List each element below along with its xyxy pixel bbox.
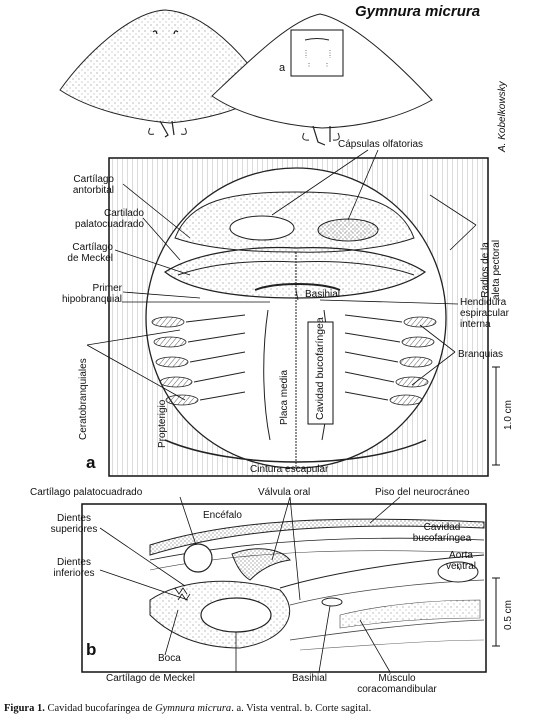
label-radios-aleta-pectoral: Radios de la aleta pectoral [480, 239, 502, 300]
panel-a-letter: a [86, 453, 96, 472]
label-propterigio: Propterigio [157, 399, 168, 448]
caption-species: Gymnura micrura [155, 703, 232, 714]
figure-title: Gymnura micrura [355, 3, 481, 20]
label-cartilago-palatocuadrado-b: Cartílago palatocuadrado [30, 487, 143, 498]
inset-letter: a [279, 62, 286, 74]
label-primer-hipobranquial: Primer hipobranquial [61, 283, 122, 305]
label-placa-media: Placa media [279, 369, 290, 425]
caption-text-1: Cavidad bucofaríngea de [44, 703, 156, 714]
artist-credit: A. Kobelkowsky [497, 81, 508, 152]
label-cartilago-de-meckel-a: Cartílago de Meckel [67, 242, 113, 264]
label-valvula-oral: Válvula oral [258, 487, 311, 498]
panel-a-leaders [86, 149, 477, 401]
scale-bar-a [492, 366, 500, 466]
label-aorta-ventral: Aorta ventral [445, 550, 476, 572]
label-hendidura-espiracular: Hendidura espiracular interna [460, 297, 509, 330]
scale-label-b: 0.5 cm [503, 599, 514, 630]
scale-label-a: 1.0 cm [503, 399, 514, 430]
label-cavidad-bucofaringea-b: Cavidad bucofaríngea [412, 522, 472, 544]
label-boca: Boca [158, 653, 181, 664]
label-cintura-escapular: Cintura escapular [250, 464, 329, 475]
label-musculo-coracomandibular: Músculo coracomandibular [357, 673, 437, 695]
label-dientes-inferiores: Dientes inferiores [53, 557, 95, 579]
label-cartilado-palatocuadrado: Cartilado palatocuadrado [75, 208, 144, 230]
label-encefalo: Encéfalo [203, 510, 242, 521]
ray-ventral-view [211, 13, 433, 146]
label-basihial-a: Basihial [305, 289, 341, 300]
label-capsulas-olfatorias: Cápsulas olfatorias [338, 139, 424, 150]
label-cavidad-bucofaringea-a: Cavidad bucofaríngea [314, 317, 326, 420]
caption-prefix: Figura 1. [4, 703, 45, 714]
label-ceratobranquiales: Ceratobranquiales [78, 358, 89, 440]
label-basihial-b: Basihial [292, 673, 328, 684]
label-branquias: Branquias [458, 349, 504, 360]
label-cartilago-antorbital: Cartílago antorbital [72, 174, 114, 196]
panel-b-drawing [149, 518, 485, 651]
scale-bar-b [492, 577, 500, 647]
panel-b-letter: b [86, 640, 97, 659]
caption-text-2: . a. Vista ventral. b. Corte sagital. [231, 703, 372, 714]
panel-b-frame [81, 503, 487, 673]
panel-a-drawing [110, 159, 487, 475]
label-dientes-superiores: Dientes superiores [50, 513, 98, 535]
panel-b-leaders [99, 496, 461, 673]
label-cartilago-de-meckel-b: Cartílago de Meckel [106, 673, 195, 684]
label-piso-neurocraneo: Piso del neurocráneo [375, 487, 470, 498]
figure-caption: Figura 1. Cavidad bucofaríngea de Gymnur… [4, 703, 544, 714]
